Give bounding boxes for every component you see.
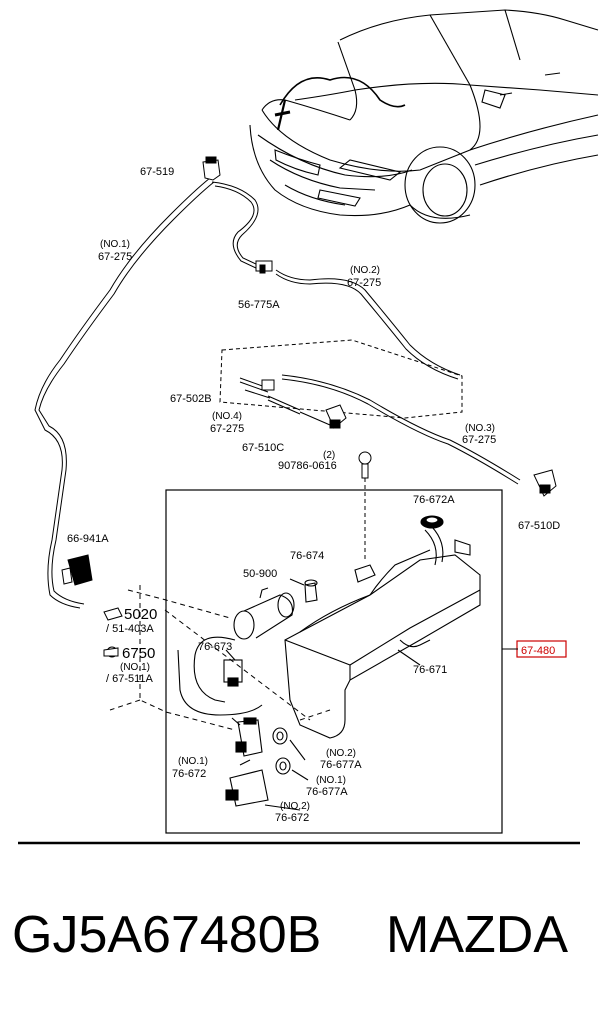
caption-part-number: GJ5A67480B <box>12 906 321 964</box>
washer-tank <box>177 515 481 811</box>
caption-brand: MAZDA <box>386 906 568 964</box>
washer-hoses <box>34 177 521 609</box>
label-no1-c: (NO.1) <box>178 756 208 767</box>
small-connectors <box>61 156 557 586</box>
label-76-672-a: 76-672 <box>172 768 206 780</box>
assembly-guides <box>109 585 331 731</box>
label-no1: (NO.1) <box>100 239 130 250</box>
label-51-403a: / 51-403A <box>106 623 154 635</box>
label-67-480: 67-480 <box>521 645 555 657</box>
label-76-677a-a: 76-677A <box>320 759 362 771</box>
label-67-502b: 67-502B <box>170 393 212 405</box>
label-no2-c: (NO.2) <box>326 748 356 759</box>
label-qty2: (2) <box>323 450 335 461</box>
label-no1-d: (NO.1) <box>316 775 346 786</box>
label-50-900: 50-900 <box>243 568 277 580</box>
label-56-775a: 56-775A <box>238 299 280 311</box>
part-labels: 67-519 (NO.1) 67-275 (NO.2) 67-275 56-77… <box>67 166 567 824</box>
label-67-510d: 67-510D <box>518 520 560 532</box>
label-no4: (NO.4) <box>212 411 242 422</box>
label-no2-top: (NO.2) <box>350 265 380 276</box>
label-90786-0616: 90786-0616 <box>278 460 337 472</box>
tank-assembly-frame <box>165 489 503 834</box>
label-67-275-d: 67-275 <box>462 434 496 446</box>
clip-icons <box>103 607 123 658</box>
label-67-275-a: 67-275 <box>98 251 132 263</box>
label-6750: 6750 <box>122 645 155 662</box>
label-67-275-c: 67-275 <box>210 423 244 435</box>
clip-5020-icon <box>103 607 123 621</box>
label-66-941a: 66-941A <box>67 533 109 545</box>
label-76-673: 76-673 <box>198 641 232 653</box>
label-67-519: 67-519 <box>140 166 174 178</box>
label-76-674: 76-674 <box>290 550 324 562</box>
label-67-510c: 67-510C <box>242 442 284 454</box>
label-67-275-b: 67-275 <box>347 277 381 289</box>
label-67-511a: / 67-511A <box>106 673 154 685</box>
label-no2-d: (NO.2) <box>280 801 310 812</box>
label-no3: (NO.3) <box>465 423 495 434</box>
label-5020: 5020 <box>124 606 157 623</box>
label-76-677a-b: 76-677A <box>306 786 348 798</box>
label-76-671: 76-671 <box>413 664 447 676</box>
label-76-672-b: 76-672 <box>275 812 309 824</box>
label-76-672a: 76-672A <box>413 494 455 506</box>
label-no1-b: (NO.1) <box>120 662 150 673</box>
car-illustration <box>249 9 599 224</box>
